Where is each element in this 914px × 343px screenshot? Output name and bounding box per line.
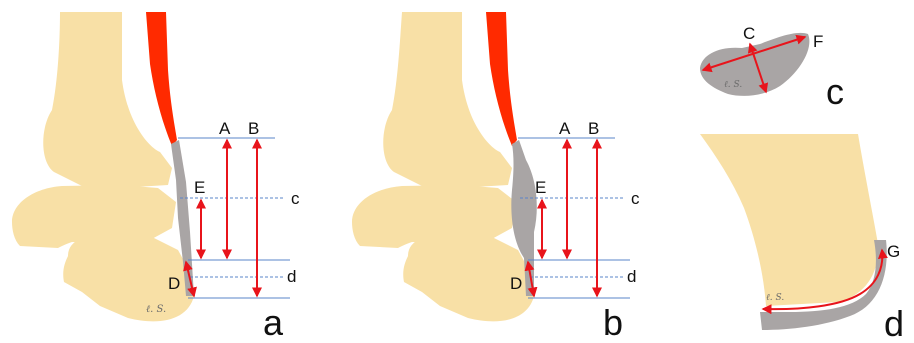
panel-c: C F ℓ. S. c — [700, 24, 844, 112]
label-d: d — [627, 267, 636, 286]
gastrocnemius-muscle — [146, 12, 177, 146]
label-c: c — [631, 189, 640, 208]
label-E: E — [194, 178, 205, 197]
calcaneus-bone — [700, 134, 878, 306]
panel-b: A B E c d D b — [352, 12, 640, 343]
panel-label-a: a — [263, 302, 284, 343]
label-D: D — [510, 274, 522, 293]
label-C: C — [743, 24, 755, 43]
gastrocnemius-muscle — [486, 12, 517, 146]
panel-label-b: b — [603, 302, 623, 343]
label-D: D — [168, 274, 180, 293]
label-d: d — [287, 267, 296, 286]
author-initials: ℓ. S. — [146, 304, 166, 315]
panel-label-d: d — [884, 303, 904, 343]
label-c: c — [291, 189, 300, 208]
label-G: G — [887, 242, 900, 261]
label-B: B — [588, 119, 599, 138]
author-initials: ℓ. S. — [724, 80, 742, 90]
label-B: B — [248, 119, 259, 138]
label-A: A — [559, 119, 571, 138]
label-A: A — [219, 119, 231, 138]
label-E: E — [535, 178, 546, 197]
label-F: F — [813, 32, 823, 51]
author-initials: ℓ. S. — [766, 293, 784, 303]
panel-a: A B E c d D ℓ. S. a — [12, 12, 300, 343]
panel-d: G ℓ. S. d — [700, 134, 904, 343]
panel-label-c: c — [826, 71, 844, 112]
